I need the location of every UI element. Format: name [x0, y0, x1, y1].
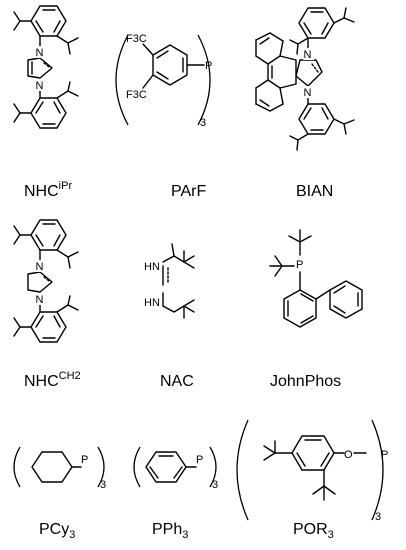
bian-structure: N N [255, 7, 355, 151]
por3-label: POR3 [293, 521, 334, 541]
nhc-ipr-structure: N N [13, 5, 79, 129]
nhc-ipr-label: NHCiPr [24, 180, 72, 200]
nhc-ch2-n-bottom: N [36, 294, 44, 306]
bian-n-bottom: N [304, 87, 312, 99]
parf-structure: F3C F3C P 3 [115, 33, 212, 129]
nac-hn-bottom: HN [144, 297, 160, 309]
por3-structure: O P 3 [236, 419, 388, 523]
pph3-label: PPh3 [152, 521, 188, 541]
johnphos-p-atom: P [296, 259, 303, 271]
johnphos-structure: P [269, 229, 363, 328]
bian-label: BIAN [296, 183, 333, 200]
parf-subscript: 3 [200, 117, 206, 129]
por3-subscript: 3 [375, 511, 381, 523]
pcy3-subscript: 3 [100, 479, 106, 491]
nac-label: NAC [160, 373, 194, 390]
nhc-ch2-n-top: N [36, 261, 44, 273]
nhc-ch2-structure: N N [13, 219, 79, 343]
nac-hn-top: HN [144, 261, 160, 273]
pcy3-p-atom: P [81, 454, 88, 466]
parf-cf3-top: F3C [126, 33, 147, 45]
por3-p-atom: P [381, 449, 388, 461]
por3-o-atom: O [344, 449, 353, 461]
parf-p-atom: P [205, 60, 212, 72]
nhc-ipr-n-bottom: N [36, 80, 44, 92]
parf-cf3-bottom: F3C [126, 89, 147, 101]
johnphos-label: JohnPhos [270, 373, 341, 390]
pcy3-structure: P 3 [13, 446, 106, 491]
pph3-structure: P 3 [133, 446, 218, 491]
nac-structure: HN HN [144, 243, 195, 319]
pcy3-label: PCy3 [39, 521, 75, 541]
nhc-ipr-n-top: N [36, 47, 44, 59]
parf-label: PArF [171, 183, 206, 200]
bian-n-top: N [304, 49, 312, 61]
pph3-p-atom: P [196, 454, 203, 466]
nhc-ch2-label: NHCCH2 [24, 370, 81, 390]
pph3-subscript: 3 [212, 479, 218, 491]
